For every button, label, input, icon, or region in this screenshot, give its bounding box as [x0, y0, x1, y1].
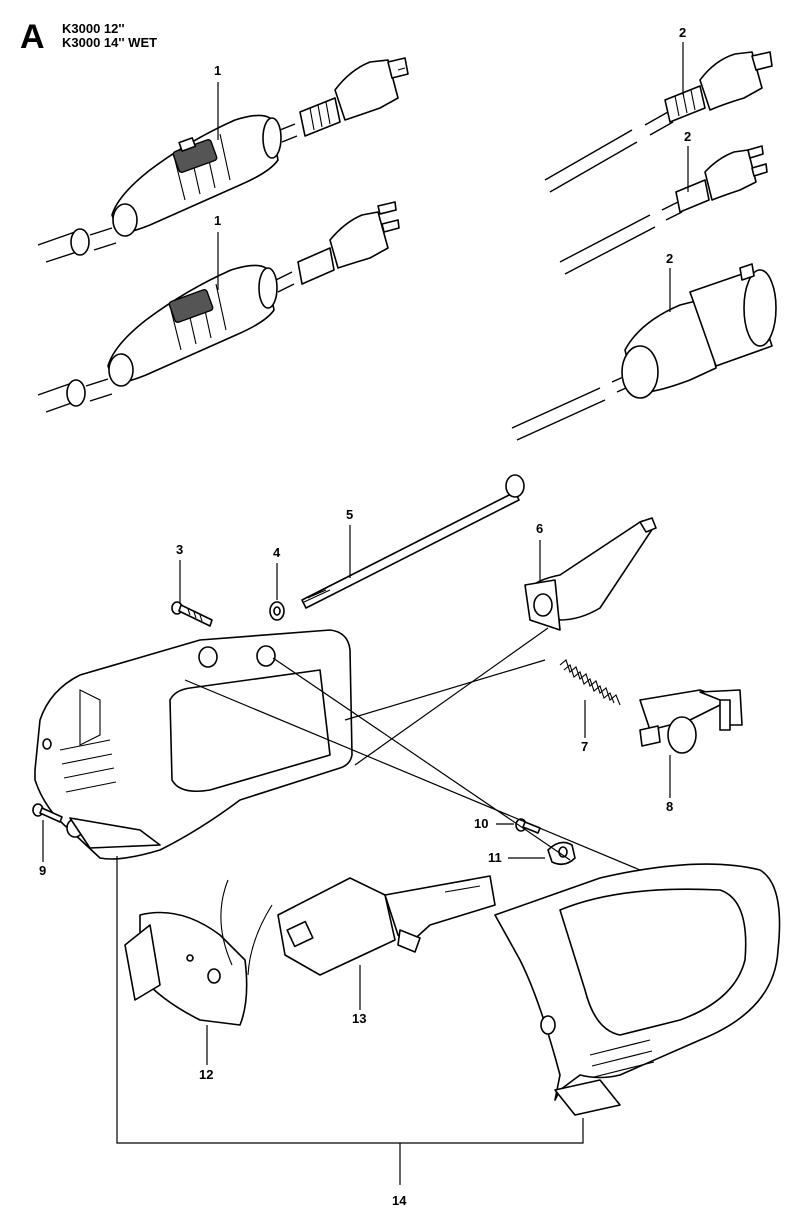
callout-13: 13	[352, 1011, 367, 1026]
leader-screw-route	[272, 657, 571, 861]
callout-4: 4	[273, 545, 281, 560]
callout-8: 8	[666, 799, 674, 814]
callout-1: 1	[214, 63, 222, 78]
prcd-cable-us-plug[interactable]	[37, 201, 400, 413]
trigger-lock[interactable]	[639, 689, 743, 754]
cable-industrial-plug[interactable]	[511, 263, 777, 441]
cable-eu-plug[interactable]	[544, 51, 773, 193]
callout-6: 6	[536, 521, 544, 536]
prcd-cable-eu-plug[interactable]	[37, 57, 409, 263]
leader-housing-route	[184, 679, 641, 871]
callout-10: 10	[474, 816, 489, 831]
callout-2: 2	[679, 25, 687, 40]
cable-clamp[interactable]	[547, 841, 576, 866]
leader-spring-route	[344, 659, 546, 721]
section-letter: A	[20, 18, 45, 56]
cable-us-plug[interactable]	[559, 145, 768, 275]
cable-protector[interactable]	[524, 517, 657, 631]
callout-2: 2	[684, 129, 692, 144]
washer[interactable]	[269, 601, 285, 621]
contact-plate[interactable]	[124, 879, 273, 1026]
callout-1: 1	[214, 213, 222, 228]
screw[interactable]	[171, 601, 213, 627]
callout-3: 3	[176, 542, 184, 557]
callout-12: 12	[199, 1067, 214, 1082]
left-housing-half[interactable]	[34, 629, 353, 860]
callout-5: 5	[346, 507, 354, 522]
callout-2: 2	[666, 251, 674, 266]
housing-screw[interactable]	[32, 803, 63, 823]
callout-14: 14	[392, 1193, 407, 1208]
right-housing-half[interactable]	[494, 863, 781, 1116]
model-name-14-wet: K3000 14'' WET	[62, 35, 158, 50]
rod[interactable]	[301, 474, 525, 609]
spring[interactable]	[559, 659, 621, 706]
leader-cable-route	[354, 627, 549, 766]
callout-7: 7	[581, 739, 589, 754]
bracket-14	[116, 856, 584, 1185]
callout-11: 11	[488, 850, 502, 865]
switch-trigger[interactable]	[277, 875, 496, 976]
model-name-12: K3000 12''	[62, 21, 125, 36]
callout-9: 9	[39, 863, 47, 878]
